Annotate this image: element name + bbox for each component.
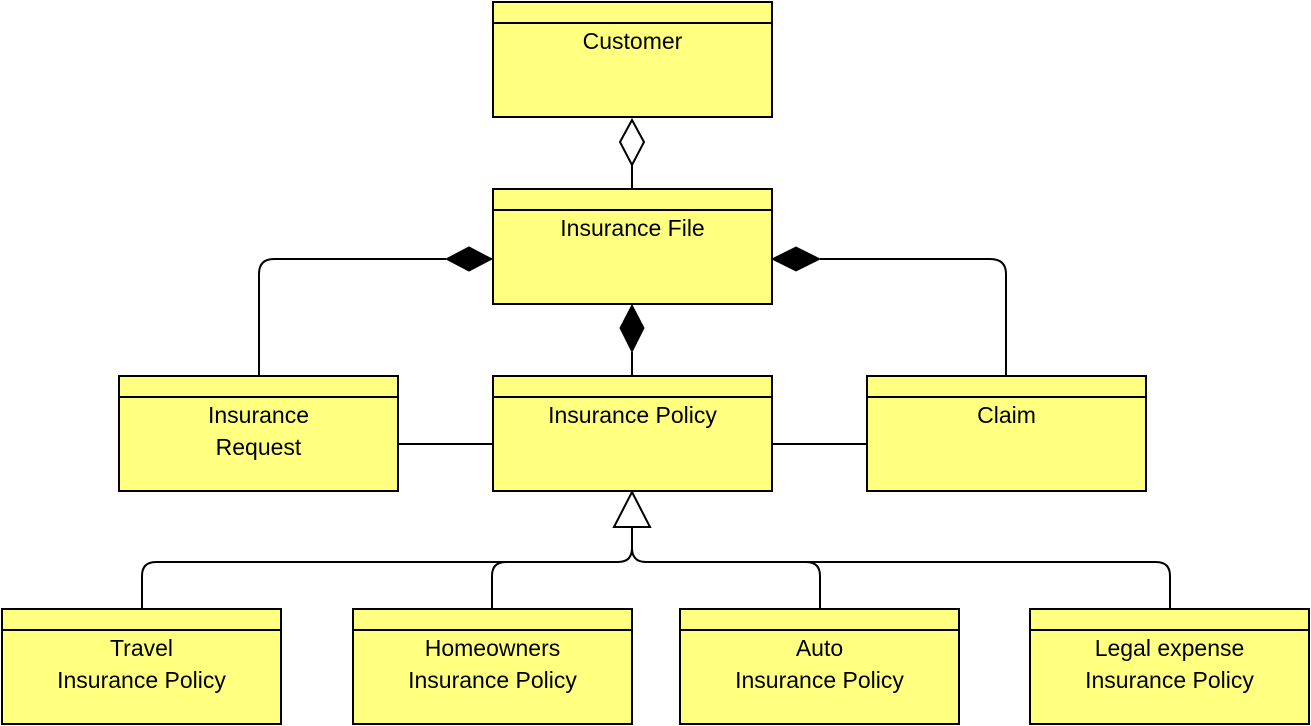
composition-line-claim (820, 258, 1007, 375)
composition-diamond-request-icon (444, 246, 494, 272)
class-header-bar (681, 610, 958, 631)
class-header-bar (354, 610, 631, 631)
class-header-bar (494, 3, 771, 24)
composition-line-request (258, 258, 446, 375)
class-travel-insurance-policy[interactable]: Travel Insurance Policy (1, 608, 282, 725)
class-insurance-policy[interactable]: Insurance Policy (492, 375, 773, 492)
class-auto-insurance-policy[interactable]: Auto Insurance Policy (679, 608, 960, 725)
class-header-bar (120, 377, 397, 398)
class-name: Insurance File (560, 215, 705, 241)
generalization-triangle-icon (612, 489, 652, 528)
class-name: Insurance Request (207, 402, 309, 460)
class-header-bar (494, 190, 771, 211)
class-name: Insurance Policy (548, 402, 717, 428)
class-name: Auto Insurance Policy (735, 635, 904, 693)
class-name: Homeowners Insurance Policy (408, 635, 577, 693)
class-header-bar (1031, 610, 1308, 631)
class-name: Claim (977, 402, 1036, 428)
class-customer[interactable]: Customer (492, 1, 773, 118)
composition-diamond-policy-icon (619, 303, 645, 354)
composition-diamond-claim-icon (770, 246, 822, 272)
class-legal-expense-insurance-policy[interactable]: Legal expense Insurance Policy (1029, 608, 1310, 725)
class-name: Legal expense Insurance Policy (1085, 635, 1254, 693)
class-homeowners-insurance-policy[interactable]: Homeowners Insurance Policy (352, 608, 633, 725)
class-claim[interactable]: Claim (866, 375, 1147, 492)
aggregation-diamond-icon (618, 117, 646, 168)
class-header-bar (3, 610, 280, 631)
class-insurance-file[interactable]: Insurance File (492, 188, 773, 305)
class-header-bar (868, 377, 1145, 398)
class-name: Customer (582, 28, 683, 54)
generalization-tree (141, 527, 1171, 608)
class-insurance-request[interactable]: Insurance Request (118, 375, 399, 492)
class-header-bar (494, 377, 771, 398)
class-name: Travel Insurance Policy (57, 635, 226, 693)
